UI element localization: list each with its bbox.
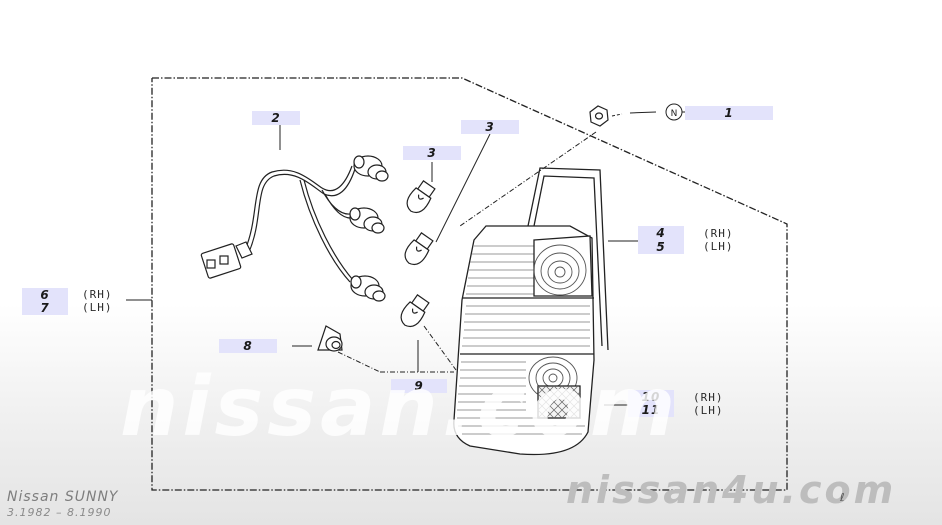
callout-8: 8 (219, 339, 277, 353)
watermark-corner: nissan4u.com (566, 468, 897, 512)
side-label-rh-4: (RH) (703, 227, 734, 240)
callout-2: 2 (252, 111, 300, 125)
callout-3-bulb-upper: 3 (403, 146, 461, 160)
side-label-lh-5: (LH) (703, 240, 734, 253)
model-years: 3.1982 – 8.1990 (7, 506, 112, 519)
side-label-rh-10: (RH) (693, 391, 724, 404)
watermark-center: nissan.com (120, 360, 680, 455)
gasket (527, 167, 609, 351)
callout-7: 7 (22, 301, 68, 315)
callout-6: 6 (22, 288, 68, 302)
socket-cap (317, 325, 343, 352)
side-label-rh-6: (RH) (82, 288, 113, 301)
callout-1: 1 (685, 106, 773, 120)
callout-10: 10 (628, 390, 674, 404)
model-name: Nissan SUNNY (7, 489, 119, 505)
callout-11: 11 (628, 403, 674, 417)
nut-symbol: N (671, 109, 678, 119)
wiring-harness (200, 165, 356, 283)
side-label-lh-7: (LH) (82, 301, 113, 314)
callout-3-bulb-lower: 3 (461, 120, 519, 134)
bulb-sockets (349, 155, 389, 302)
callout-9: 9 (391, 379, 447, 393)
callout-5: 5 (638, 240, 684, 254)
side-label-lh-11: (LH) (693, 404, 724, 417)
bulbs (400, 180, 436, 328)
tail-lamp-housing (453, 225, 595, 456)
nut (589, 105, 609, 127)
corner-mark: ℓ (840, 491, 845, 504)
callout-4: 4 (638, 226, 684, 240)
